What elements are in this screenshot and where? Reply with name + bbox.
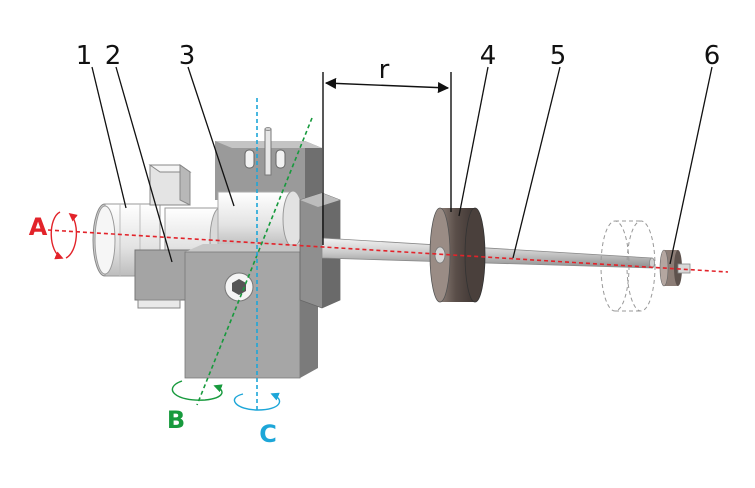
axis-a-label: A xyxy=(29,213,48,241)
part-number-labels: 1 2 3 4 5 6 xyxy=(76,41,721,71)
base-block xyxy=(134,249,196,309)
part-number-6: 6 xyxy=(704,41,721,71)
front-block xyxy=(184,244,318,379)
leader-lines xyxy=(91,66,713,265)
part-number-2: 2 xyxy=(105,41,122,71)
sliding-weight xyxy=(429,207,486,303)
dimension-r-label: r xyxy=(379,55,390,85)
part-number-4: 4 xyxy=(480,41,497,71)
part-number-1: 1 xyxy=(76,41,93,71)
shaft xyxy=(321,237,655,269)
back-plate xyxy=(215,141,322,200)
axis-b-label: B xyxy=(167,406,185,434)
gimbal-cylinder xyxy=(217,190,304,248)
top-pin xyxy=(264,127,272,176)
axis-c-label: C xyxy=(259,420,277,448)
dimension-r: r xyxy=(322,55,452,245)
axis-b xyxy=(171,117,313,406)
axis-c xyxy=(233,98,281,411)
part-number-3: 3 xyxy=(179,41,196,71)
axis-a xyxy=(47,211,729,273)
part-number-5: 5 xyxy=(550,41,567,71)
